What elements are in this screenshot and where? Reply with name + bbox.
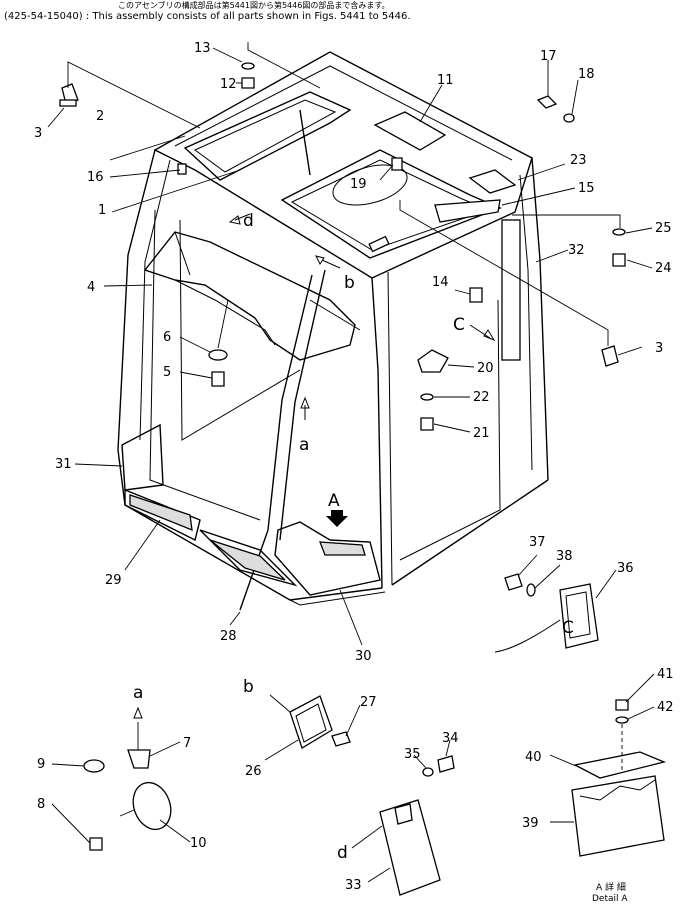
callout-40: 40 — [525, 750, 542, 765]
bolt-24 — [612, 253, 626, 267]
bolt-14 — [469, 287, 483, 303]
bolt-5 — [211, 371, 225, 387]
header-english: (425-54-15040) : This assembly consists … — [4, 11, 411, 22]
callout-24: 24 — [655, 261, 672, 276]
view-arrows — [228, 213, 496, 527]
view-letter-a-detail: a — [133, 683, 143, 703]
cap-bolt-3-right — [601, 345, 619, 367]
detail-caption-jp: A 詳 細 — [596, 881, 626, 893]
callout-18: 18 — [578, 67, 595, 82]
callout-34: 34 — [442, 731, 459, 746]
callout-29: 29 — [105, 573, 122, 588]
callout-2: 2 — [96, 109, 104, 124]
callout-4: 4 — [87, 280, 95, 295]
leader-lines — [47, 42, 655, 883]
callout-1: 1 — [98, 203, 106, 218]
plate-23 — [468, 169, 517, 194]
callout-38: 38 — [556, 549, 573, 564]
view-letter-d-detail: d — [337, 843, 348, 863]
lower-panels — [121, 423, 381, 596]
callout-25: 25 — [655, 221, 672, 236]
view-letter-d-main: d — [243, 211, 254, 231]
detail-b — [269, 694, 351, 749]
callout-36: 36 — [617, 561, 634, 576]
cap-bolt-3-left — [59, 83, 79, 107]
bolt-21 — [420, 417, 434, 431]
callout-15: 15 — [578, 181, 595, 196]
washer-25 — [612, 228, 626, 236]
detail-A-pocket — [571, 699, 667, 857]
view-letter-A: A — [328, 491, 340, 511]
detail-caption-en: Detail A — [592, 894, 628, 904]
clip-16 — [177, 163, 187, 175]
view-letter-c-main: C — [453, 315, 465, 335]
rear-bar-32 — [501, 219, 521, 361]
callout-16: 16 — [87, 170, 104, 185]
callout-37: 37 — [529, 535, 546, 550]
callout-8: 8 — [37, 797, 45, 812]
callout-23: 23 — [570, 153, 587, 168]
callout-7: 7 — [183, 736, 191, 751]
bolt-12 — [241, 77, 255, 89]
callout-20: 20 — [477, 361, 494, 376]
washer-22 — [420, 393, 434, 401]
callout-32: 32 — [568, 243, 585, 258]
callout-6: 6 — [163, 330, 171, 345]
callout-3-left: 3 — [34, 126, 42, 141]
callout-39: 39 — [522, 816, 539, 831]
callout-numbers: 1 2 3 3 4 5 6 7 8 9 10 11 12 13 14 15 16… — [34, 41, 674, 893]
callout-10: 10 — [190, 836, 207, 851]
duct-panel-4 — [143, 231, 361, 361]
detail-d — [351, 755, 455, 896]
callout-35: 35 — [404, 747, 421, 762]
detail-c — [494, 573, 599, 653]
callout-12: 12 — [220, 77, 237, 92]
callout-19: 19 — [350, 177, 367, 192]
callout-31: 31 — [55, 457, 72, 472]
view-letter-c-detail: C — [562, 618, 574, 638]
bolt-19 — [391, 157, 403, 171]
plate-11 — [373, 111, 447, 151]
view-letter-b-main: b — [344, 273, 355, 293]
view-letter-a-main: a — [299, 435, 309, 455]
bolt-17 — [536, 95, 558, 109]
callout-17: 17 — [540, 49, 557, 64]
washer-13 — [241, 62, 255, 70]
view-letters: a a b b C C d d A — [133, 211, 574, 863]
callout-22: 22 — [473, 390, 490, 405]
callout-14: 14 — [432, 275, 449, 290]
callout-13: 13 — [194, 41, 211, 56]
view-letter-b-detail: b — [243, 677, 254, 697]
callout-33: 33 — [345, 878, 362, 893]
detail-a — [83, 706, 172, 851]
callout-28: 28 — [220, 629, 237, 644]
header-japanese: このアセンブリの構成部品は第5441図から第5446図の部品まで含みます。 — [118, 1, 390, 10]
callout-26: 26 — [245, 764, 262, 779]
callout-41: 41 — [657, 667, 674, 682]
washer-6 — [208, 349, 228, 361]
lamp-20 — [417, 349, 449, 373]
callout-27: 27 — [360, 695, 377, 710]
callout-30: 30 — [355, 649, 372, 664]
callout-3-right: 3 — [655, 341, 663, 356]
callout-5: 5 — [163, 365, 171, 380]
washer-18 — [563, 113, 575, 123]
callout-11: 11 — [437, 73, 454, 88]
callout-21: 21 — [473, 426, 490, 441]
bracket-15 — [434, 199, 501, 223]
callout-42: 42 — [657, 700, 674, 715]
callout-9: 9 — [37, 757, 45, 772]
